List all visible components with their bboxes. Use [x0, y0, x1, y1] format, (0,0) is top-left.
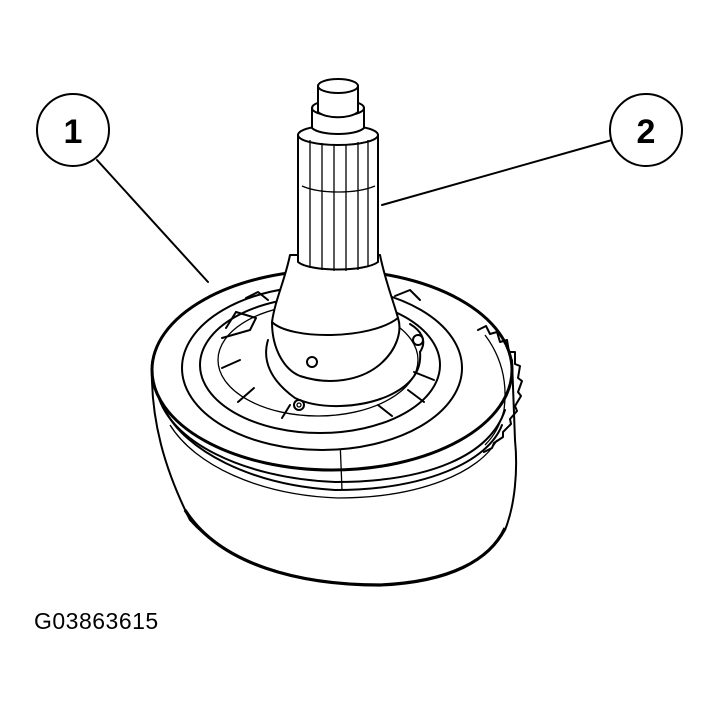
ring-gear-teeth — [477, 325, 523, 453]
callout-1-label: 1 — [64, 113, 83, 151]
figure-id-label: G03863615 — [34, 608, 159, 634]
input-shaft — [271, 78, 401, 382]
callout-2: 2 — [609, 93, 683, 167]
callout-2-label: 2 — [637, 113, 656, 151]
leader-lines — [96, 139, 613, 283]
callout-1: 1 — [36, 93, 110, 167]
